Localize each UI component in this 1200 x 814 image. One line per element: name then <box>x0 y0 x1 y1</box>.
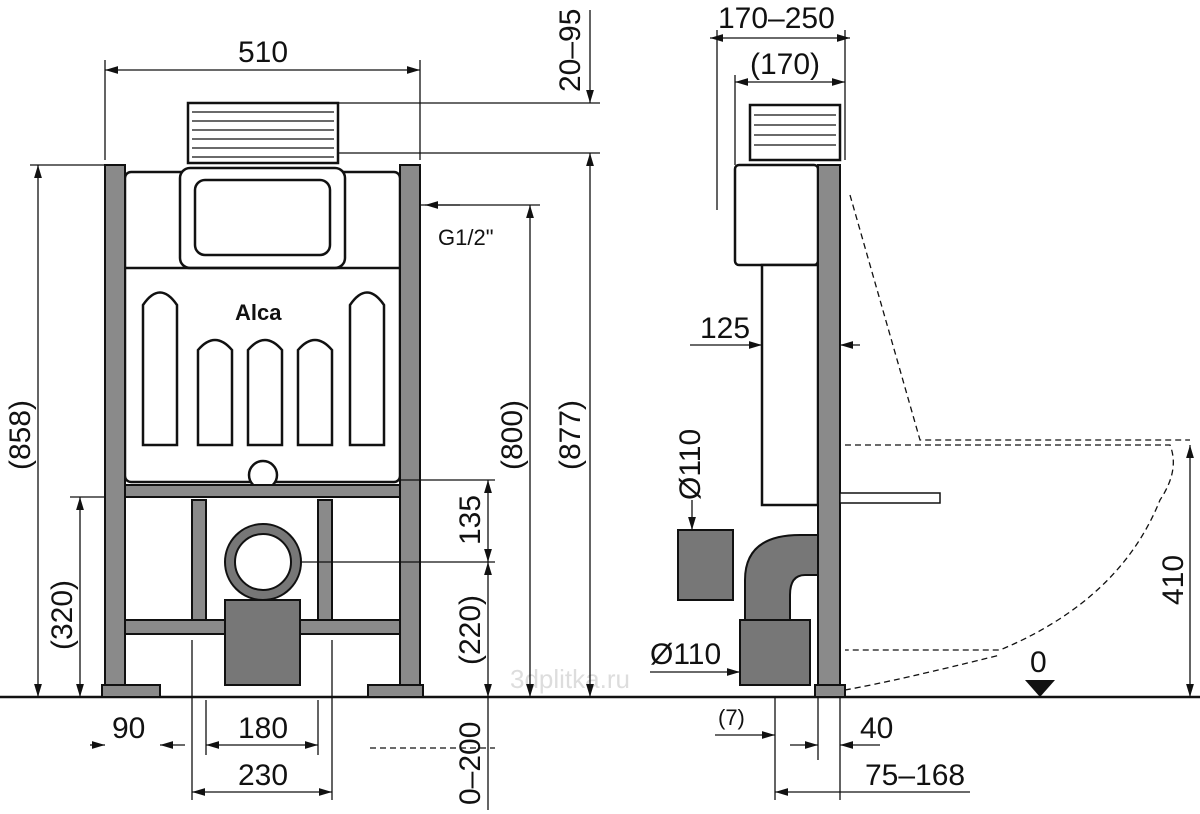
top-adjust-label: 20–95 <box>554 9 587 92</box>
outlet-offset-label: 75–168 <box>865 759 965 792</box>
watermark: 3dplitka.ru <box>510 664 630 694</box>
side-view: 170–250 (170) 125 Ø110 Ø110 410 0 (7) 40… <box>650 2 1194 800</box>
floor-adjust-label: 0–200 <box>454 722 487 805</box>
outlet-width-label: 230 <box>238 759 288 792</box>
top-grille <box>186 101 340 165</box>
pipe-diameter-top-label: Ø110 <box>674 429 707 500</box>
depth-range-label: 170–250 <box>718 2 835 35</box>
toilet-bowl-outline <box>844 194 1190 691</box>
floor-zero-marker <box>1025 680 1055 697</box>
bolt-spacing-label: 135 <box>454 495 487 545</box>
side-tank <box>760 263 820 507</box>
left-post <box>104 164 126 686</box>
total-height-label: (877) <box>554 400 587 470</box>
right-post <box>399 164 421 686</box>
outlet-height-label: (220) <box>454 595 487 665</box>
width-label: 510 <box>238 36 288 69</box>
inlet-label: G1/2" <box>438 225 494 250</box>
frame-height-label: (858) <box>4 400 37 470</box>
offset-label: (7) <box>718 705 745 730</box>
depth-min-label: (170) <box>750 48 820 81</box>
elbow-pipe <box>744 534 819 621</box>
inlet-height-label: (800) <box>496 400 529 470</box>
foot-label: 90 <box>112 712 145 745</box>
side-post <box>817 164 841 696</box>
front-view: Alca G1/2" 510 20–95 (877) <box>4 9 600 810</box>
bolt-width-label: 180 <box>238 712 288 745</box>
floor-zero-label: 0 <box>1030 646 1047 679</box>
brand-logo: Alca <box>235 300 282 325</box>
lower-bar-label: (320) <box>46 580 79 650</box>
frame-width-label: 40 <box>860 712 893 745</box>
frame-depth-label: 125 <box>700 312 750 345</box>
pipe-diameter-bottom-label: Ø110 <box>650 638 721 671</box>
seat-height-label: 410 <box>1157 555 1190 605</box>
